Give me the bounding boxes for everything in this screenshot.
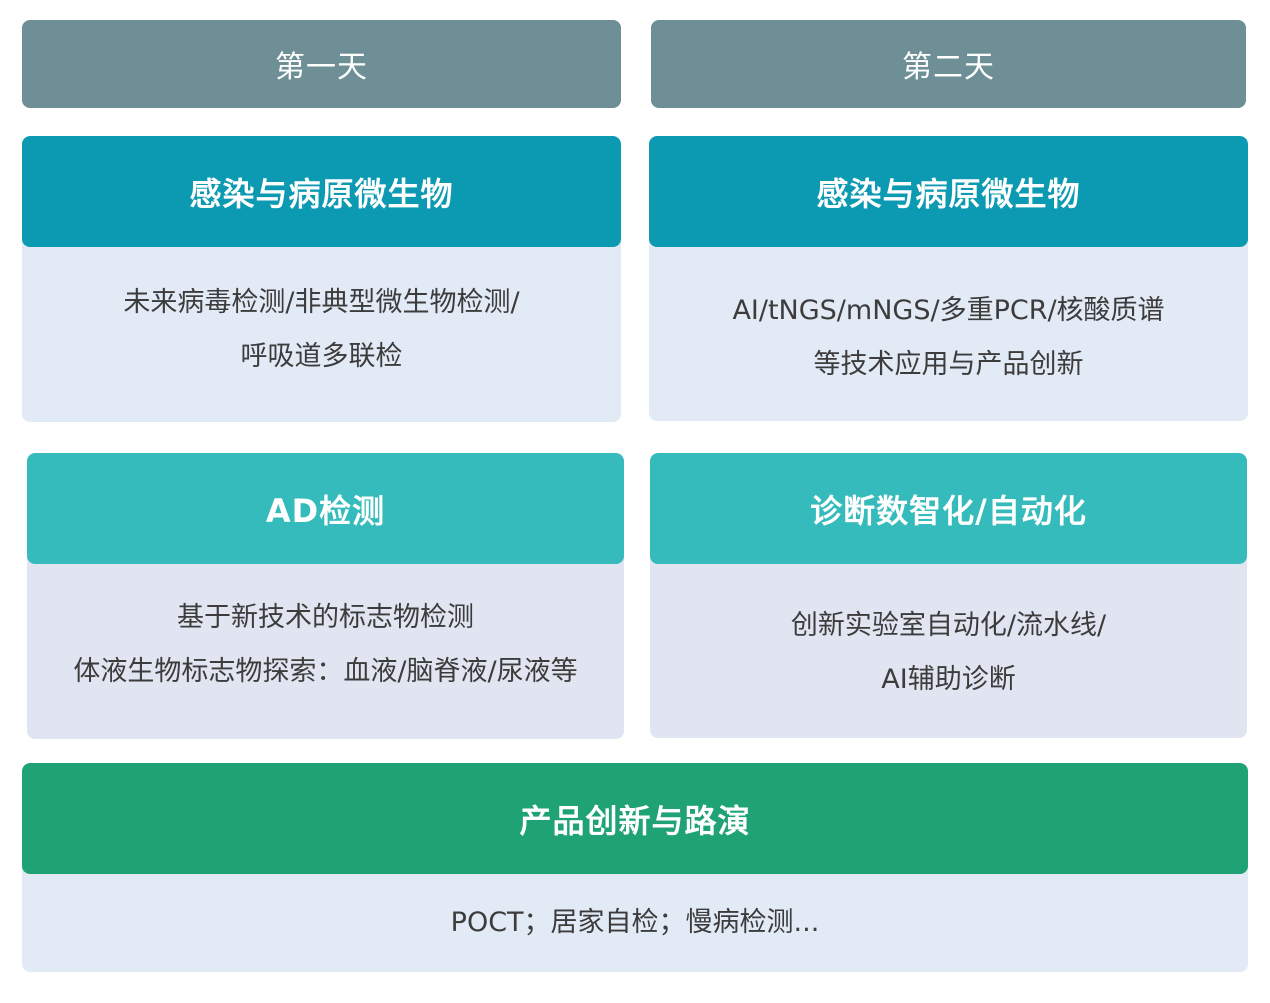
section-body: POCT；居家自检；慢病检测... <box>22 874 1248 972</box>
section-card-ad-testing: AD检测 基于新技术的标志物检测 体液生物标志物探索：血液/脑脊液/尿液等 <box>27 453 624 739</box>
section-line: 基于新技术的标志物检测 <box>177 601 474 633</box>
day-header-1: 第一天 <box>22 20 621 108</box>
section-card-digital-automation: 诊断数智化/自动化 创新实验室自动化/流水线/ AI辅助诊断 <box>650 453 1247 738</box>
section-body: 创新实验室自动化/流水线/ AI辅助诊断 <box>650 564 1247 738</box>
section-body: AI/tNGS/mNGS/多重PCR/核酸质谱 等技术应用与产品创新 <box>649 247 1248 421</box>
section-card-infection-day1: 感染与病原微生物 未来病毒检测/非典型微生物检测/ 呼吸道多联检 <box>22 136 621 422</box>
section-header: 感染与病原微生物 <box>22 136 621 247</box>
section-line: 等技术应用与产品创新 <box>813 349 1084 380</box>
section-header: 感染与病原微生物 <box>649 136 1248 247</box>
section-line: 创新实验室自动化/流水线/ <box>790 610 1107 641</box>
section-title: 感染与病原微生物 <box>816 174 1081 213</box>
section-header: 产品创新与路演 <box>22 763 1248 874</box>
section-title: AD检测 <box>265 491 386 530</box>
section-title: 产品创新与路演 <box>519 801 751 840</box>
section-line: 呼吸道多联检 <box>240 340 403 372</box>
section-body: 基于新技术的标志物检测 体液生物标志物探索：血液/脑脊液/尿液等 <box>27 564 624 739</box>
section-line: AI辅助诊断 <box>881 664 1016 695</box>
section-line: 体液生物标志物探索：血液/脑脊液/尿液等 <box>73 655 578 687</box>
section-line: AI/tNGS/mNGS/多重PCR/核酸质谱 <box>732 295 1165 326</box>
day-label: 第二天 <box>902 50 995 85</box>
section-header: AD检测 <box>27 453 624 564</box>
day-label: 第一天 <box>275 50 368 85</box>
section-line: 未来病毒检测/非典型微生物检测/ <box>123 286 520 318</box>
section-header: 诊断数智化/自动化 <box>650 453 1247 564</box>
section-body: 未来病毒检测/非典型微生物检测/ 呼吸道多联检 <box>22 247 621 422</box>
section-title: 诊断数智化/自动化 <box>810 491 1087 530</box>
section-title: 感染与病原微生物 <box>189 174 454 213</box>
section-card-infection-day2: 感染与病原微生物 AI/tNGS/mNGS/多重PCR/核酸质谱 等技术应用与产… <box>649 136 1248 421</box>
section-line: POCT；居家自检；慢病检测... <box>450 907 820 938</box>
day-header-2: 第二天 <box>651 20 1246 108</box>
section-card-product-innovation: 产品创新与路演 POCT；居家自检；慢病检测... <box>22 763 1248 972</box>
